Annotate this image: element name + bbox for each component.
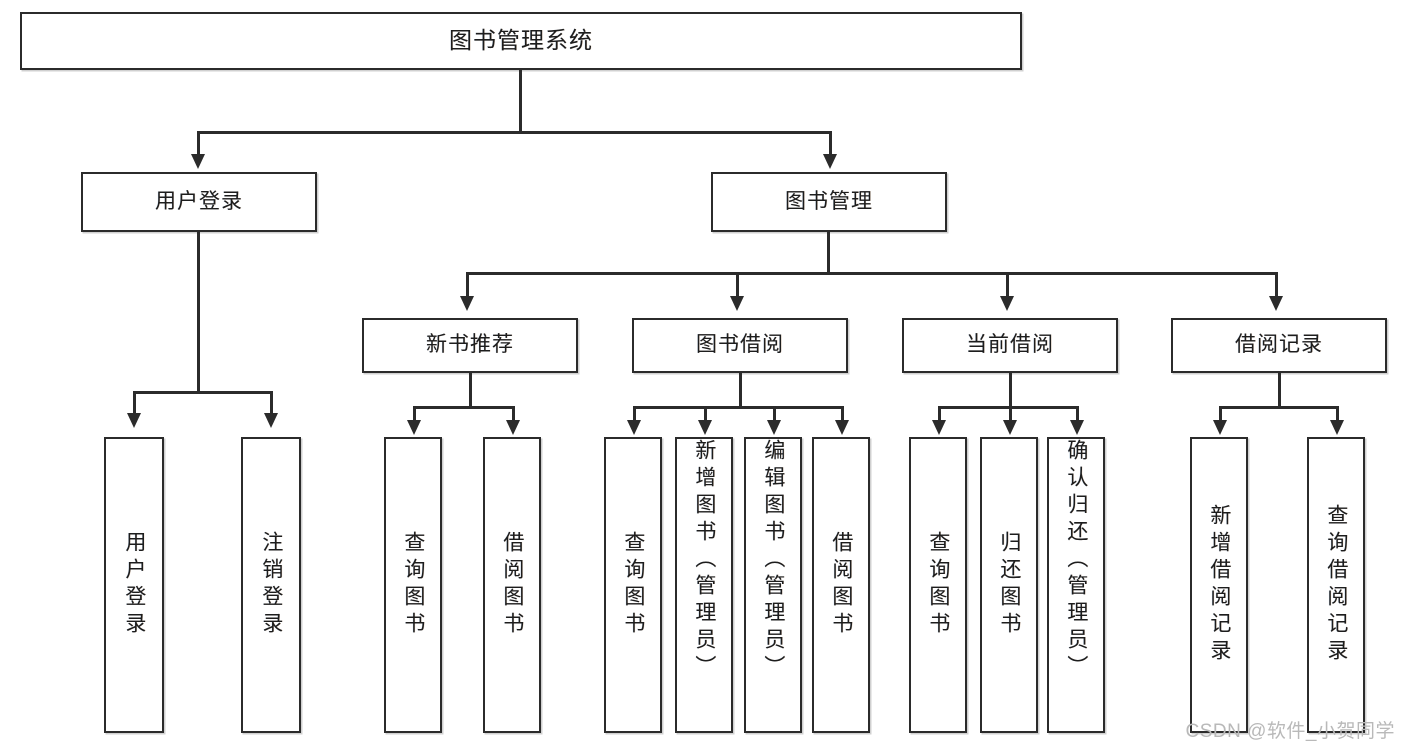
connector-level2-bus — [197, 131, 832, 134]
connector-root-stem — [519, 70, 522, 132]
arrowhead-recommend-1 — [506, 420, 520, 435]
leaf-label: 借阅图书 — [829, 531, 853, 639]
leaf-confirm-return-admin[interactable]: 确认归还（管理员） — [1047, 437, 1105, 733]
node-label: 用户登录 — [155, 189, 243, 213]
connector-level2-drop-1 — [829, 131, 832, 156]
node-book-management[interactable]: 图书管理 — [711, 172, 947, 232]
leaf-label: 确认归还（管理员） — [1064, 439, 1088, 682]
leaf-label: 查询借阅记录 — [1324, 504, 1348, 666]
leaf-add-book-admin[interactable]: 新增图书（管理员） — [675, 437, 733, 733]
leaf-label: 查询图书 — [926, 531, 950, 639]
leaf-borrow-book[interactable]: 借阅图书 — [812, 437, 870, 733]
leaf-edit-book-admin[interactable]: 编辑图书（管理员） — [744, 437, 802, 733]
connector-current-stem — [1009, 373, 1012, 408]
node-user-login[interactable]: 用户登录 — [81, 172, 317, 232]
arrowhead-current-0 — [932, 420, 946, 435]
leaf-label: 注销登录 — [259, 531, 283, 639]
leaf-label: 用户登录 — [122, 531, 146, 639]
connector-level3-bus — [466, 272, 1278, 275]
arrowhead-level2-0 — [191, 154, 205, 169]
leaf-label: 编辑图书（管理员） — [761, 439, 785, 682]
leaf-query-book-recommend[interactable]: 查询图书 — [384, 437, 442, 733]
node-label: 图书管理系统 — [449, 27, 593, 54]
node-label: 新书推荐 — [426, 333, 514, 357]
leaf-label: 新增图书（管理员） — [692, 439, 716, 682]
node-new-book-recommend[interactable]: 新书推荐 — [362, 318, 578, 373]
arrowhead-current-2 — [1070, 420, 1084, 435]
connector-records-drop-0 — [1219, 406, 1222, 422]
connector-recommend-drop-1 — [512, 406, 515, 422]
arrowhead-records-0 — [1213, 420, 1227, 435]
connector-recommend-drop-0 — [413, 406, 416, 422]
node-label: 图书借阅 — [696, 333, 784, 357]
connector-recommend-stem — [469, 373, 472, 408]
arrowhead-records-1 — [1330, 420, 1344, 435]
connector-userlogin-stem — [197, 232, 200, 393]
connector-borrow-drop-3 — [841, 406, 844, 422]
connector-userlogin-drop-1 — [270, 391, 273, 415]
connector-borrow-stem — [739, 373, 742, 408]
leaf-borrow-book-recommend[interactable]: 借阅图书 — [483, 437, 541, 733]
arrowhead-userlogin-0 — [127, 413, 141, 428]
arrowhead-recommend-0 — [407, 420, 421, 435]
connector-userlogin-bus — [133, 391, 273, 394]
connector-userlogin-drop-0 — [133, 391, 136, 415]
connector-borrow-drop-2 — [773, 406, 776, 422]
leaf-query-book-current[interactable]: 查询图书 — [909, 437, 967, 733]
leaf-label: 借阅图书 — [500, 531, 524, 639]
arrowhead-borrow-3 — [835, 420, 849, 435]
node-label: 图书管理 — [785, 189, 873, 213]
arrowhead-borrow-2 — [767, 420, 781, 435]
arrowhead-level3-1 — [730, 296, 744, 311]
node-book-borrow[interactable]: 图书借阅 — [632, 318, 848, 373]
connector-level3-drop-0 — [466, 272, 469, 298]
connector-current-drop-0 — [938, 406, 941, 422]
arrowhead-level3-0 — [460, 296, 474, 311]
connector-borrow-bus — [633, 406, 844, 409]
leaf-label: 查询图书 — [621, 531, 645, 639]
leaf-user-login[interactable]: 用户登录 — [104, 437, 164, 733]
connector-records-bus — [1219, 406, 1339, 409]
node-label: 当前借阅 — [966, 333, 1054, 357]
connector-level2-drop-0 — [197, 131, 200, 156]
connector-current-drop-1 — [1009, 406, 1012, 422]
node-label: 借阅记录 — [1235, 333, 1323, 357]
arrowhead-borrow-1 — [698, 420, 712, 435]
connector-level3-drop-1 — [736, 272, 739, 298]
connector-current-bus — [938, 406, 1079, 409]
node-current-borrow[interactable]: 当前借阅 — [902, 318, 1118, 373]
connector-current-drop-2 — [1076, 406, 1079, 422]
leaf-label: 查询图书 — [401, 531, 425, 639]
leaf-query-book-borrow[interactable]: 查询图书 — [604, 437, 662, 733]
arrowhead-level3-2 — [1000, 296, 1014, 311]
connector-level3-drop-3 — [1275, 272, 1278, 298]
watermark-text: CSDN @软件_小贺同学 — [1185, 721, 1395, 742]
leaf-query-borrow-record[interactable]: 查询借阅记录 — [1307, 437, 1365, 733]
connector-borrow-drop-1 — [704, 406, 707, 422]
leaf-label: 新增借阅记录 — [1207, 504, 1231, 666]
leaf-logout[interactable]: 注销登录 — [241, 437, 301, 733]
arrowhead-current-1 — [1003, 420, 1017, 435]
leaf-label: 归还图书 — [997, 531, 1021, 639]
leaf-return-book[interactable]: 归还图书 — [980, 437, 1038, 733]
arrowhead-level3-3 — [1269, 296, 1283, 311]
arrowhead-userlogin-1 — [264, 413, 278, 428]
arrowhead-borrow-0 — [627, 420, 641, 435]
leaf-add-borrow-record[interactable]: 新增借阅记录 — [1190, 437, 1248, 733]
connector-level3-drop-2 — [1006, 272, 1009, 298]
node-borrow-records[interactable]: 借阅记录 — [1171, 318, 1387, 373]
node-root-system[interactable]: 图书管理系统 — [20, 12, 1022, 70]
arrowhead-level2-1 — [823, 154, 837, 169]
connector-recommend-bus — [413, 406, 515, 409]
connector-borrow-drop-0 — [633, 406, 636, 422]
connector-bookmgmt-stem — [827, 232, 830, 274]
connector-records-stem — [1278, 373, 1281, 408]
connector-records-drop-1 — [1336, 406, 1339, 422]
